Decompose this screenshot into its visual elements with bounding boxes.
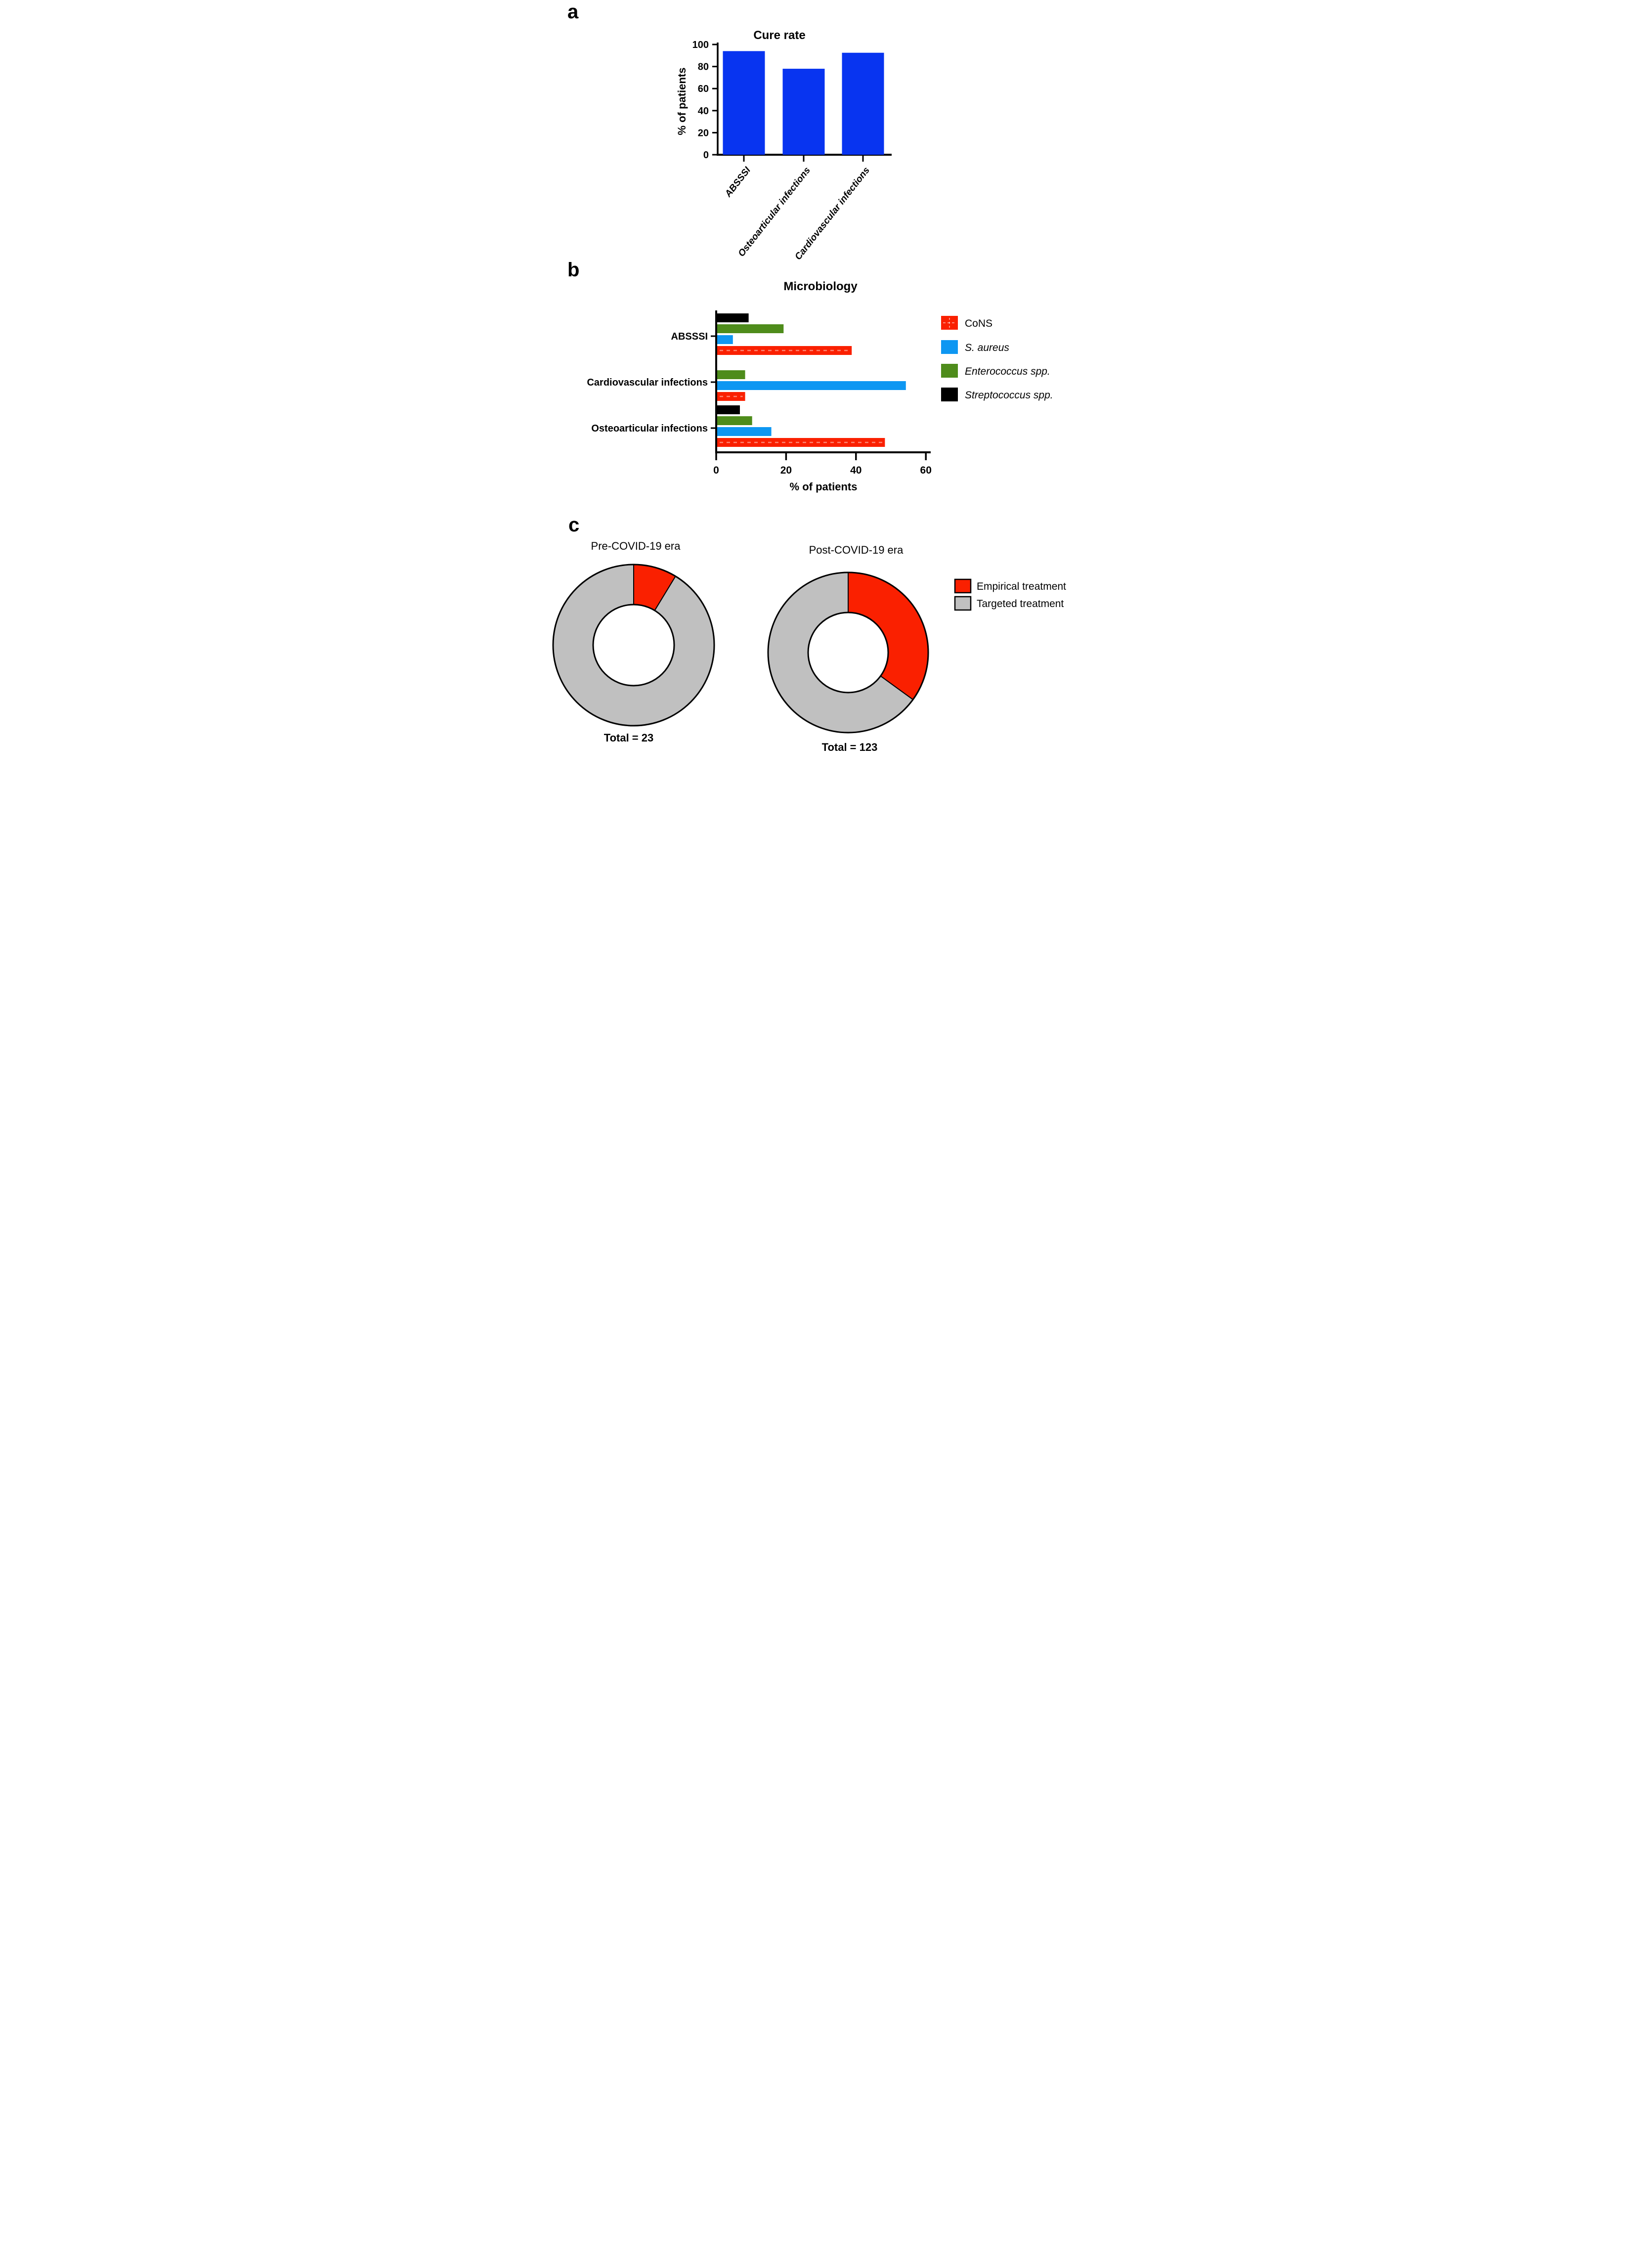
x-category-label: ABSSSI bbox=[723, 165, 753, 200]
legend-label-1: Targeted treatment bbox=[977, 598, 1064, 610]
x-tick-label: 60 bbox=[920, 465, 932, 476]
bar-absssi bbox=[723, 51, 765, 155]
x-tick-label: 20 bbox=[780, 465, 792, 476]
y-tick-label: 100 bbox=[692, 40, 709, 50]
chart-a-ylabel: % of patients bbox=[676, 68, 688, 135]
microbiology-bar-chart: Microbiology 0 20 40 60 % of patients ABSSSI Ca… bbox=[587, 280, 1053, 493]
category-label: Cardiovascular infections bbox=[587, 377, 708, 388]
donut-inner-ring bbox=[807, 611, 889, 694]
y-tick-label: 0 bbox=[703, 150, 709, 161]
bar-s-aureus-2 bbox=[717, 427, 772, 436]
y-tick-label: 60 bbox=[698, 84, 709, 94]
bar-cons-2 bbox=[717, 438, 885, 447]
legend-swatch-2 bbox=[941, 364, 958, 378]
bar-osteoarticular-infections bbox=[782, 69, 825, 155]
bar-enterococcus-spp--1 bbox=[717, 370, 745, 379]
bar-enterococcus-spp--0 bbox=[717, 324, 784, 333]
bar-cons-0 bbox=[717, 346, 852, 355]
chart-a-title: Cure rate bbox=[753, 29, 805, 42]
chart-b-xlabel: % of patients bbox=[790, 480, 858, 493]
cure-rate-bar-chart: Cure rate % of patients 0 20 40 60 80 100ABSSSI… bbox=[676, 29, 892, 262]
legend-label-0: CoNS bbox=[965, 318, 992, 329]
category-label: ABSSSI bbox=[671, 331, 708, 342]
bar-s-aureus-0 bbox=[717, 335, 733, 344]
legend-swatch-empirical-treatment bbox=[954, 578, 972, 594]
bar-streptococcus-spp--0 bbox=[717, 313, 749, 322]
legend-label-1: S. aureus bbox=[965, 342, 1009, 353]
legend-swatch-3 bbox=[941, 388, 958, 401]
donut-title-0: Pre-COVID-19 era bbox=[591, 540, 681, 552]
bar-cardiovascular-infections bbox=[842, 52, 884, 155]
donut-outer-ring bbox=[767, 571, 929, 734]
category-label: Osteoarticular infections bbox=[591, 423, 708, 434]
legend-swatch-targeted-treatment bbox=[954, 596, 972, 611]
donut-outer-ring bbox=[552, 564, 715, 727]
donut-title-1: Post-COVID-19 era bbox=[809, 544, 904, 556]
donut-0-slice-targeted-treatment bbox=[553, 564, 715, 726]
donut-1-slice-empirical-treatment bbox=[848, 572, 929, 700]
panel-letter-c: c bbox=[568, 514, 580, 536]
donut-total-1: Total = 123 bbox=[822, 741, 878, 753]
bar-s-aureus-1 bbox=[717, 381, 906, 390]
donut-total-0: Total = 23 bbox=[604, 732, 653, 744]
x-tick-label: 40 bbox=[850, 465, 862, 476]
bar-streptococcus-spp--2 bbox=[717, 405, 740, 414]
panel-letter-a: a bbox=[567, 1, 579, 23]
y-tick-label: 80 bbox=[698, 62, 709, 73]
bar-cons-1 bbox=[717, 392, 745, 401]
donut-inner-ring bbox=[592, 604, 675, 687]
y-tick-label: 40 bbox=[698, 106, 709, 117]
x-tick-label: 0 bbox=[713, 465, 719, 476]
legend-label-2: Enterococcus spp. bbox=[965, 366, 1050, 377]
panel-letter-b: b bbox=[567, 259, 580, 281]
legend-label-0: Empirical treatment bbox=[977, 581, 1066, 592]
legend-swatch-1 bbox=[941, 340, 958, 354]
chart-b-title: Microbiology bbox=[783, 280, 858, 293]
legend-label-3: Streptococcus spp. bbox=[965, 390, 1053, 401]
bar-enterococcus-spp--2 bbox=[717, 416, 752, 425]
y-tick-label: 20 bbox=[698, 128, 709, 138]
